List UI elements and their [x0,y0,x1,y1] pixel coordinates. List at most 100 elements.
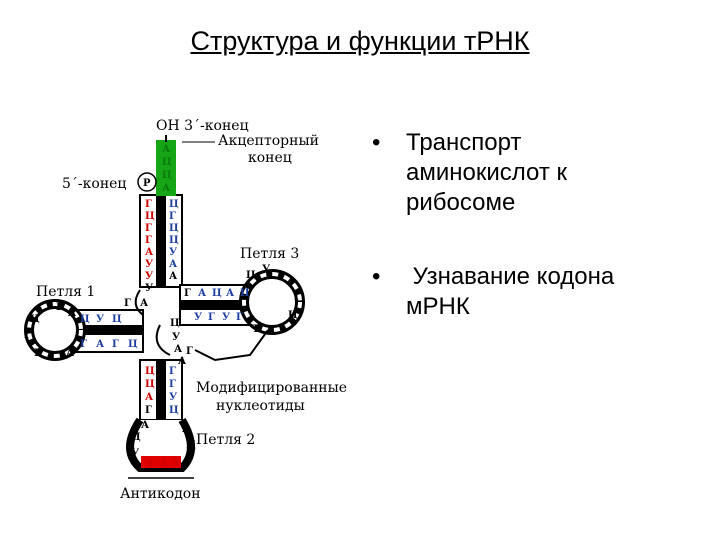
loop3 [179,269,305,362]
bullet-marker: • [372,129,381,156]
loop2 [126,417,195,479]
nucleotide: Г [145,199,152,210]
anticodon-nucleotide: Г [148,458,155,469]
oh-end-label: OH 3´-конец [156,118,249,134]
nucleotide: Ц [240,288,250,299]
loop1-ring-dashes [27,302,83,358]
loop1-label: Петля 1 [36,284,95,300]
nucleotide: Г [169,366,176,377]
nucleotide: У [145,283,153,294]
nucleotide: А [162,183,171,194]
nucleotide: Г [145,223,152,234]
nucleotide: А [145,392,154,403]
loop1-connector [134,289,144,316]
stem2-letters: Ц Ц А Г Г Г У Ц [145,366,179,416]
phosphate-label: P [143,178,151,189]
nucleotide: Г [169,379,176,390]
nucleotide: А [96,339,105,350]
anticodon-nucleotide: А [160,458,169,469]
loop3-label: Петля 3 [240,246,299,262]
nucleotide: А [66,348,75,359]
bullet-item-transport: • Транспорт аминокислот к рибосоме [360,128,700,218]
nucleotide: Ц [162,157,172,168]
anticodon-nucleotide: А [172,458,181,469]
nucleotide: У [169,247,177,258]
nucleotide: У [131,448,139,459]
slide-title: Структура и функции тРНК [190,26,530,56]
loop2-letters: А Ц У А Ц Г А А [131,420,196,469]
misc-letters: А Ц У А Г А Г [124,298,193,367]
loop1-letters: Ц У Ц Г А Г Ц Г А Ц Г Г А [24,302,138,359]
nucleotide: Г [112,339,119,350]
nucleotide: У [145,271,153,282]
nucleotide: Ц [80,314,90,325]
modified-pointer-1 [194,329,269,362]
nucleotide: Ц [186,440,196,451]
nucleotide: А [169,259,178,270]
nucleotide: Г [294,292,301,303]
bullet-line: рибосоме [406,189,516,216]
nucleotide: Т [252,324,260,335]
nucleotide: А [226,288,235,299]
nucleotide: У [169,392,177,403]
acceptor-left-letters: Г Ц Г Г А У У У [145,199,155,294]
anticodon-highlight [141,456,181,468]
loop3-letters: Г А Ц А Ц У Г У Г Ц У Г Ц Т [184,264,301,335]
nucleotide: Ц [30,314,40,325]
loop3-stem-bonds [180,300,252,310]
nucleotide: А [169,271,178,282]
nucleotide: Г [56,302,63,313]
nucleotide: Г [34,348,41,359]
nucleotide: У [222,312,230,323]
nucleotide: Ц [112,314,122,325]
loop2-label: Петля 2 [196,432,255,448]
nucleotide: А [162,144,171,155]
nucleotide: А [198,288,207,299]
nucleotide: А [145,247,154,258]
nucleotide: Ц [246,270,256,281]
nucleotide: Г [124,298,131,309]
nucleotide: Ц [169,223,179,234]
anticodon-stem-bonds [156,360,166,420]
nucleotide: Г [145,235,152,246]
nucleotide: А [141,420,150,431]
bullet-line: мРНК [406,293,470,320]
nucleotide: Ц [145,211,155,222]
nucleotide: Ц [169,235,179,246]
acceptor-green-letters: А Ц Ц А [162,144,172,194]
modified-label-line1: Модифицированные [196,380,347,396]
loop3-ring-dashes [242,272,302,332]
acceptor-stem-bonds [156,195,166,287]
bullet-line: аминокислот к [406,159,568,186]
bullet-line: Узнавание кодона [406,263,615,290]
nucleotide: Г [24,330,31,341]
nucleotide: У [172,332,180,343]
nucleotide: А [182,424,191,435]
acceptor-right-letters: Ц Г Ц Ц У А А [169,199,179,282]
nucleotide: Г [208,312,215,323]
nucleotide: Ц [288,310,298,321]
nucleotide: Г [236,312,243,323]
nucleotide: Г [186,346,193,357]
nucleotide: У [262,264,270,275]
nucleotide: Ц [212,288,222,299]
nucleotide: Ц [162,170,172,181]
nucleotide: А [174,344,183,355]
acceptor-label-line2: конец [248,150,292,166]
nucleotide: А [140,298,149,309]
nucleotide: Ц [128,339,138,350]
acceptor-label-line1: Акцепторный [218,133,319,149]
nucleotide: Г [80,339,87,350]
nucleotide: Г [184,288,191,299]
trna-diagram: P OH 3´-конец Акцепторный конец 5´-конец… [24,118,347,502]
bullet-line: Транспорт [406,129,522,156]
bullet-item-codon-recognition: • Узнавание кодона мРНК [360,262,700,322]
bullet-marker: • [372,263,381,290]
acceptor-green-strand [156,140,176,196]
nucleotide: А [68,308,77,319]
bullet-list: • Транспорт аминокислот к рибосоме • Узн… [360,128,700,366]
five-end-label: 5´-конец [62,176,126,192]
nucleotide: У [194,312,202,323]
nucleotide: Ц [170,318,180,329]
loop1-stem-bonds [75,325,143,335]
